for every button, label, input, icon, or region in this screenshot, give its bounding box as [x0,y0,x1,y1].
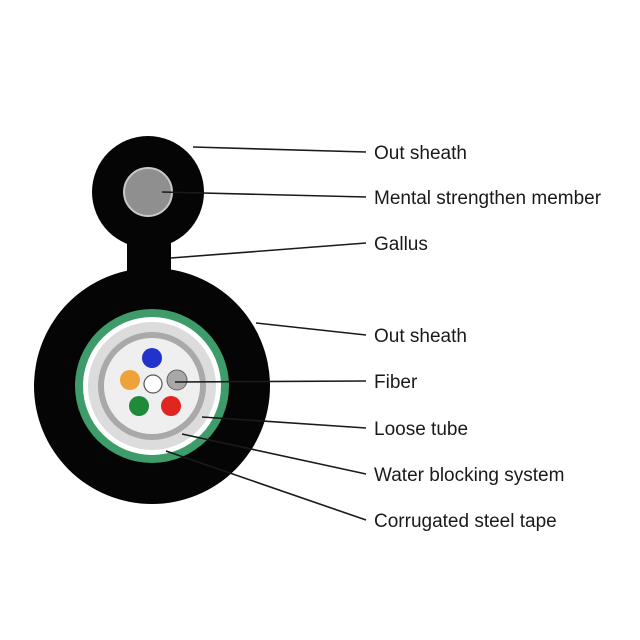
leader-strength-member [161,191,367,198]
label-out-sheath-main: Out sheath [374,326,467,347]
label-strength-member: Mental strengthen member [374,188,602,209]
label-water-blocking: Water blocking system [374,465,564,486]
label-out-sheath-top: Out sheath [374,143,467,164]
leader-water-blocking [181,433,367,475]
leader-steel-tape [165,450,367,521]
fiber-grey [166,369,188,391]
fiber-blue [142,348,162,368]
leader-gallus [170,242,367,259]
leader-out-sheath-main [255,322,367,336]
leader-fiber [174,380,367,383]
fiber-red [161,396,181,416]
leader-lines [161,146,367,521]
fiber-orange [120,370,140,390]
label-loose-tube: Loose tube [374,419,468,440]
label-steel-tape: Corrugated steel tape [374,511,557,532]
label-fiber: Fiber [374,372,418,393]
fiber-white-center [143,374,163,394]
messenger-wire [92,136,204,248]
label-gallus: Gallus [374,234,428,255]
fiber-green [129,396,149,416]
leader-loose-tube [201,416,367,429]
main-cable [34,268,270,504]
leader-out-sheath-top [192,146,367,153]
labels: Out sheath Mental strengthen member Gall… [374,143,602,532]
